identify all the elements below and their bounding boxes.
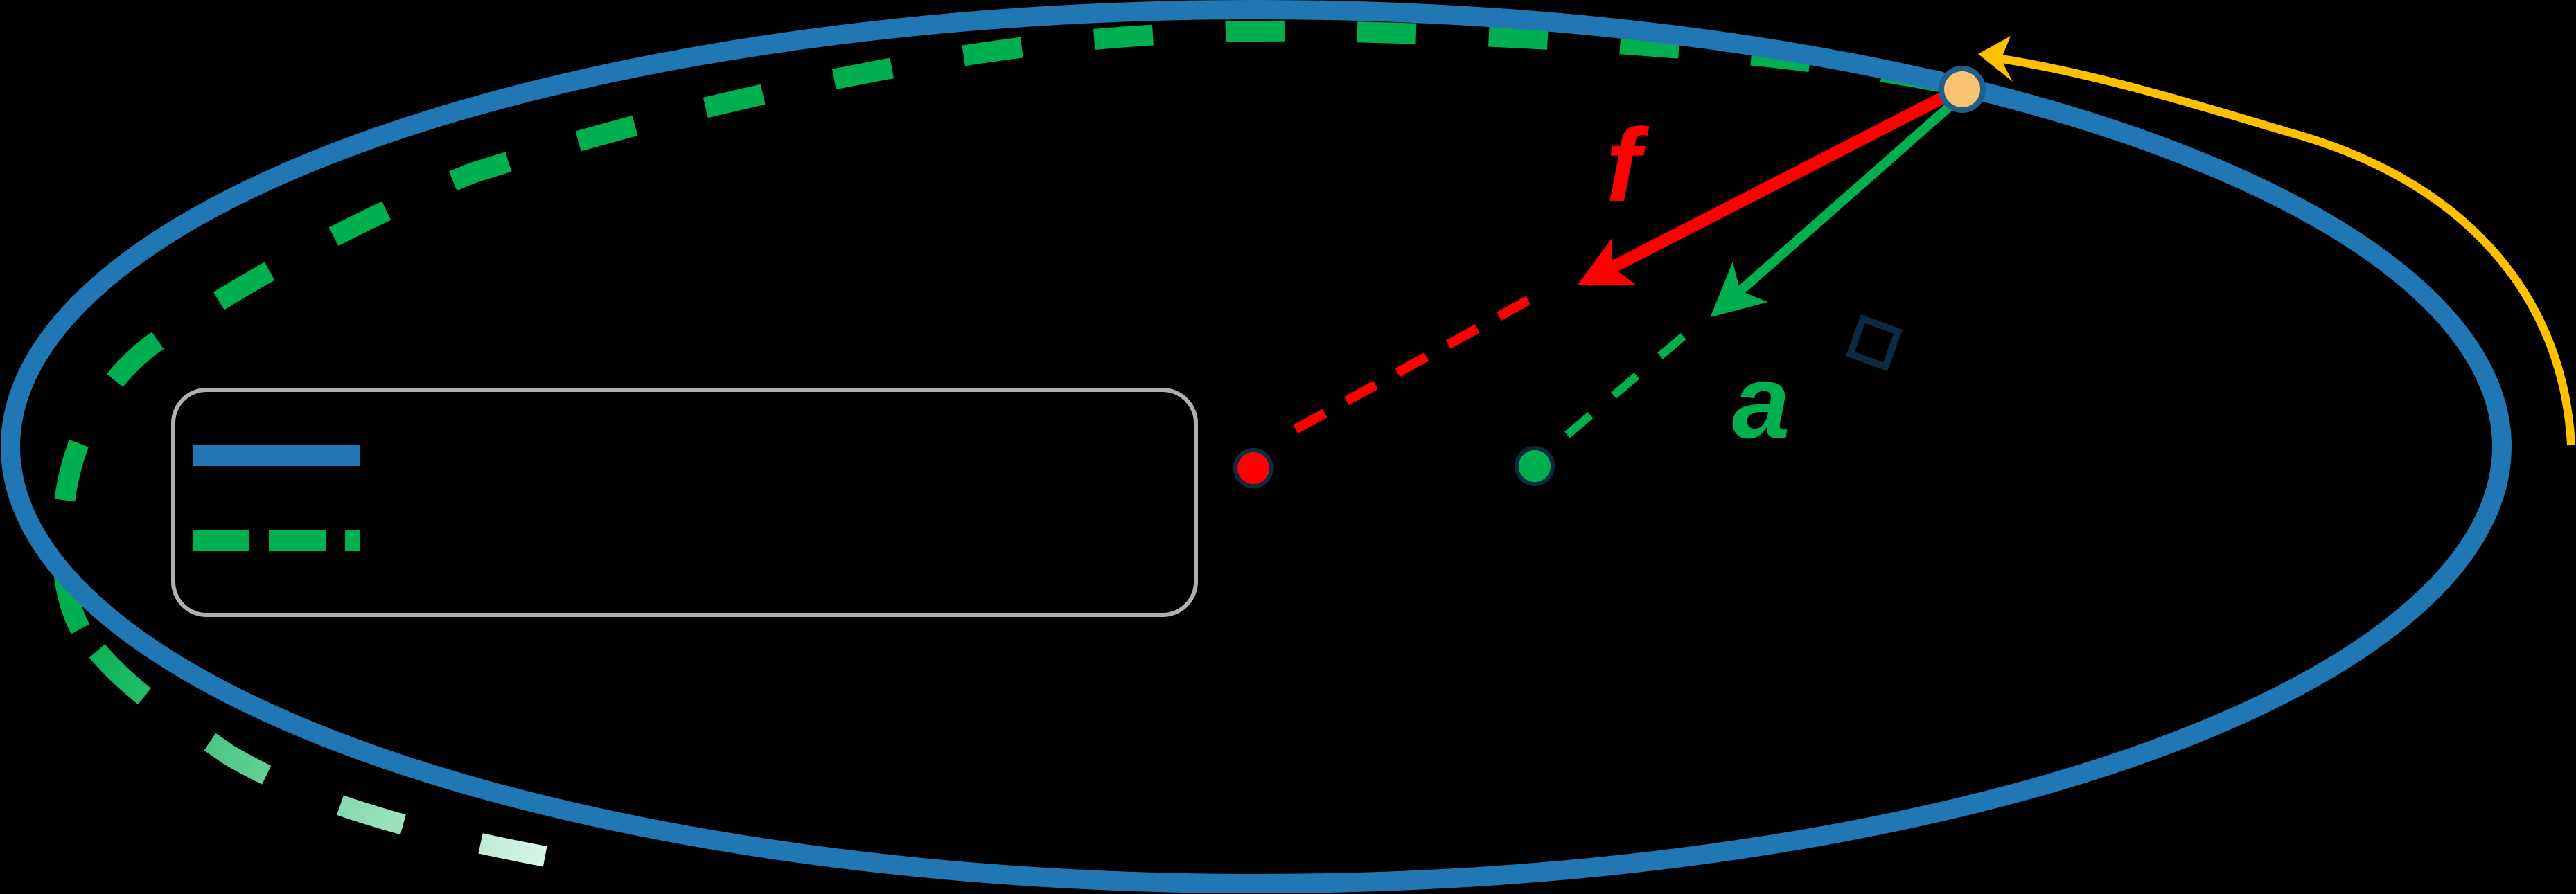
- motion-arrowhead-icon: [1978, 36, 2013, 82]
- force-line-dashed: [1293, 286, 1548, 434]
- legend-box: [171, 388, 1198, 617]
- acceleration-vector: [1710, 100, 1956, 318]
- osculating-path-dashed: [51, 20, 1942, 650]
- legend-swatch-orbit: [193, 445, 360, 466]
- force-center-point: [1233, 448, 1273, 488]
- curvature-center-point: [1515, 446, 1555, 486]
- motion-direction-arrow: [1986, 53, 2575, 446]
- orbit-ellipse: [1, 0, 2512, 893]
- orbiting-body-point: [1939, 66, 1986, 113]
- acceleration-label: a: [1732, 343, 1790, 460]
- acceleration-line-dashed: [1564, 322, 1699, 438]
- right-angle-marker-icon: [1845, 314, 1903, 372]
- osculating-path-fading: [89, 644, 598, 876]
- legend: [171, 388, 1198, 617]
- force-label: f: [1606, 107, 1650, 223]
- force-vector: [1577, 89, 1950, 287]
- legend-swatch-osculating: [193, 530, 360, 551]
